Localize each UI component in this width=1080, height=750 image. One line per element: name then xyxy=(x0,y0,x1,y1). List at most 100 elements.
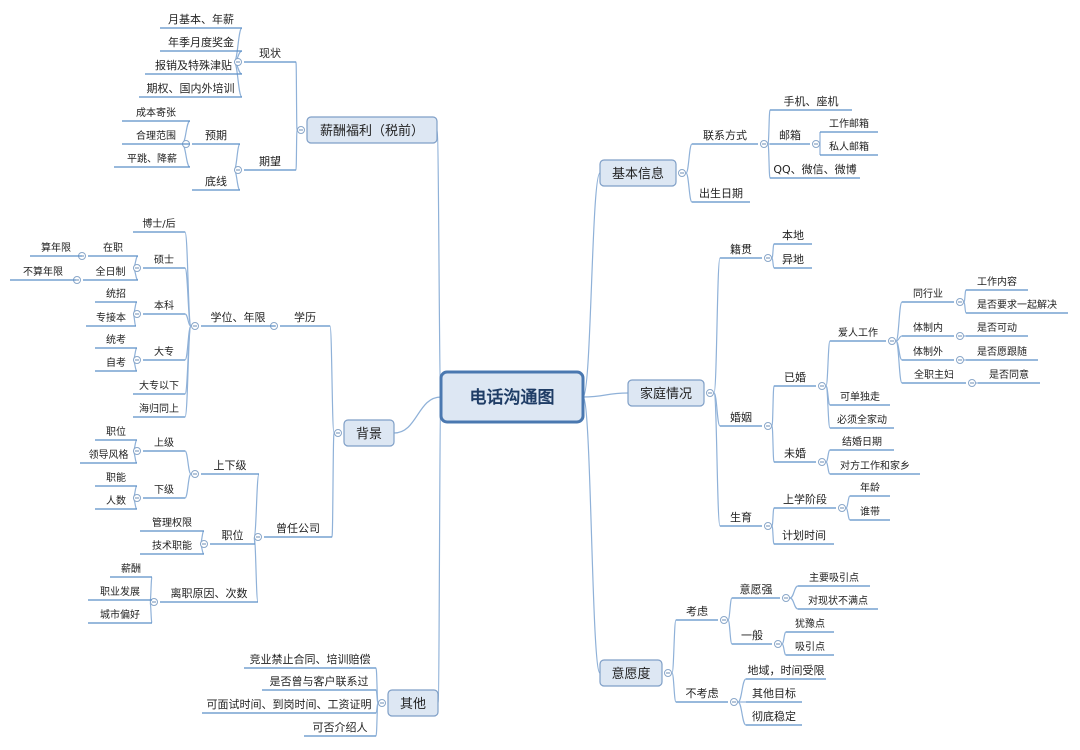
node-b1-1-0-1-1[interactable]: 人数 xyxy=(106,494,126,507)
branch-background-box[interactable] xyxy=(343,419,395,447)
node-b4-2-0-0[interactable]: 年龄 xyxy=(860,481,880,494)
node-b4-1-0-0-1-0[interactable]: 是否可动 xyxy=(977,322,1017,334)
node-b3-0-1-0[interactable]: 工作邮箱 xyxy=(829,117,869,130)
node-b0-1-0[interactable]: 预期 xyxy=(205,129,227,142)
node-b1-0-0-1-0[interactable]: 在职 xyxy=(103,242,123,254)
node-b1-0-0-1-1[interactable]: 全日制 xyxy=(96,265,126,278)
node-b5-1[interactable]: 不考虑 xyxy=(686,687,719,700)
node-b0-1[interactable]: 期望 xyxy=(259,155,281,168)
node-b4-1-0-0-3-0[interactable]: 是否同意 xyxy=(989,368,1029,381)
node-b3-0-1[interactable]: 邮箱 xyxy=(779,128,801,142)
node-b4-1-0-0-0-0[interactable]: 工作内容 xyxy=(977,275,1017,288)
connector-line xyxy=(233,143,241,171)
node-b0-0-0[interactable]: 月基本、年薪 xyxy=(168,12,234,26)
node-b1-0-0-3[interactable]: 大专 xyxy=(154,345,174,358)
node-b1-1-2[interactable]: 离职原因、次数 xyxy=(171,586,248,600)
node-b1-1[interactable]: 曾任公司 xyxy=(276,521,320,535)
node-b5-0[interactable]: 考虑 xyxy=(686,605,708,618)
node-b1-0-0-0[interactable]: 博士/后 xyxy=(142,217,175,230)
node-b4-2-0[interactable]: 上学阶段 xyxy=(783,492,827,506)
connector-line xyxy=(771,243,775,259)
node-b1-0-0-4[interactable]: 大专以下 xyxy=(139,379,179,392)
node-b1-0-0-1-1-0[interactable]: 不算年限 xyxy=(23,265,63,278)
node-b1-0-0-3-0[interactable]: 统考 xyxy=(106,333,126,346)
node-b3-0-2[interactable]: QQ、微信、微博 xyxy=(773,162,856,176)
node-b0-1-0-2[interactable]: 平跳、降薪 xyxy=(127,152,177,165)
node-b5-0-0-0[interactable]: 主要吸引点 xyxy=(809,572,859,584)
node-b2-0[interactable]: 竞业禁止合同、培训赔偿 xyxy=(250,652,371,666)
node-b4-0[interactable]: 籍贯 xyxy=(730,242,752,256)
node-b3-0-0[interactable]: 手机、座机 xyxy=(784,94,839,108)
node-b4-1-0-2[interactable]: 必须全家动 xyxy=(837,413,887,426)
node-b1-1-1-0[interactable]: 管理权限 xyxy=(152,516,192,529)
node-b5-0-1-1[interactable]: 吸引点 xyxy=(795,641,825,653)
node-b0-0-1[interactable]: 年季月度奖金 xyxy=(168,35,234,49)
node-b4-1-0-0[interactable]: 爱人工作 xyxy=(838,326,878,339)
node-b4-1-0[interactable]: 已婚 xyxy=(784,370,806,384)
node-b3-0-1-1[interactable]: 私人邮箱 xyxy=(829,140,869,153)
node-b1-0-0-1[interactable]: 硕士 xyxy=(154,253,174,266)
node-b4-1-0-0-2-0[interactable]: 是否愿跟随 xyxy=(977,345,1027,358)
node-b4-1-0-0-0-1[interactable]: 是否要求一起解决 xyxy=(977,298,1057,311)
node-b1-1-0-0-1[interactable]: 领导风格 xyxy=(89,448,129,461)
branch-other-box[interactable] xyxy=(387,689,439,717)
node-b1-0-0-2-1[interactable]: 专接本 xyxy=(96,311,126,324)
node-b2-3[interactable]: 可否介绍人 xyxy=(313,720,368,734)
node-b1-0-0-3-1[interactable]: 自考 xyxy=(106,356,126,369)
node-b2-2[interactable]: 可面试时间、到岗时间、工资证明 xyxy=(207,698,372,711)
node-b5-0-1[interactable]: 一般 xyxy=(741,629,763,642)
node-b4-1-1-0[interactable]: 结婚日期 xyxy=(842,435,882,448)
node-b1-1-2-2[interactable]: 城市偏好 xyxy=(100,608,140,621)
connector-line xyxy=(713,392,721,527)
node-b0-0[interactable]: 现状 xyxy=(259,46,281,60)
node-b1-1-1-1[interactable]: 技术职能 xyxy=(152,539,192,552)
node-b4-2-0-1[interactable]: 谁带 xyxy=(860,506,880,518)
node-b4-1-0-0-2[interactable]: 体制外 xyxy=(913,345,943,358)
node-b4-1-0-1[interactable]: 可单独走 xyxy=(840,390,880,403)
node-b1-0-0-1-0-0[interactable]: 算年限 xyxy=(41,241,71,254)
node-b1-1-0[interactable]: 上下级 xyxy=(214,459,247,472)
node-b1-0[interactable]: 学历 xyxy=(294,310,316,324)
node-b2-1[interactable]: 是否曾与客户联系过 xyxy=(270,674,369,688)
node-b0-1-0-0[interactable]: 成本寄张 xyxy=(136,106,176,119)
node-b1-0-0-5[interactable]: 海归同上 xyxy=(139,402,179,415)
node-b0-0-2[interactable]: 报销及特殊津贴 xyxy=(155,58,232,72)
node-b3-1[interactable]: 出生日期 xyxy=(699,186,743,200)
node-b5-0-1-0[interactable]: 犹豫点 xyxy=(795,617,825,630)
node-b0-1-1[interactable]: 底线 xyxy=(205,174,227,188)
node-b4-1-0-0-1[interactable]: 体制内 xyxy=(913,321,943,334)
node-b5-1-0[interactable]: 地域，时间受限 xyxy=(748,664,825,677)
node-b1-1-2-0[interactable]: 薪酬 xyxy=(121,563,141,575)
node-b5-0-0[interactable]: 意愿强 xyxy=(740,582,773,596)
node-b1-1-0-0[interactable]: 上级 xyxy=(154,437,174,449)
node-b1-1-0-0-0[interactable]: 职位 xyxy=(106,425,126,438)
node-b4-2[interactable]: 生育 xyxy=(730,510,752,524)
node-b4-1-0-0-0[interactable]: 同行业 xyxy=(913,287,943,300)
node-b4-0-1[interactable]: 异地 xyxy=(782,253,804,266)
node-b4-1-1-1[interactable]: 对方工作和家乡 xyxy=(840,459,910,472)
node-b1-1-2-1[interactable]: 职业发展 xyxy=(100,585,140,598)
node-b3-0[interactable]: 联系方式 xyxy=(703,128,747,142)
central-topic-box[interactable] xyxy=(439,370,585,424)
node-b5-1-1[interactable]: 其他目标 xyxy=(752,686,796,700)
node-b1-0-0-2[interactable]: 本科 xyxy=(154,299,174,312)
branch-salary-box[interactable] xyxy=(306,116,438,144)
node-b4-1[interactable]: 婚姻 xyxy=(730,410,752,424)
branch-family-box[interactable] xyxy=(627,379,705,407)
branch-basic-box[interactable] xyxy=(599,159,677,187)
node-b0-1-0-1[interactable]: 合理范围 xyxy=(136,129,176,142)
node-b4-2-1[interactable]: 计划时间 xyxy=(782,529,826,542)
node-b1-1-0-1[interactable]: 下级 xyxy=(154,484,174,496)
branch-willing-box[interactable] xyxy=(599,659,663,687)
node-b4-1-1[interactable]: 未婚 xyxy=(784,446,806,460)
node-b4-1-0-0-3[interactable]: 全职主妇 xyxy=(914,368,954,381)
node-b4-0-0[interactable]: 本地 xyxy=(782,228,804,242)
branch-other-label: 其他 xyxy=(400,697,426,712)
node-b5-0-0-1[interactable]: 对现状不满点 xyxy=(808,594,868,607)
node-b1-0-0[interactable]: 学位、年限 xyxy=(211,310,266,324)
node-b0-0-3[interactable]: 期权、国内外培训 xyxy=(147,81,235,95)
node-b1-1-0-1-0[interactable]: 职能 xyxy=(106,471,126,484)
node-b1-1-1[interactable]: 职位 xyxy=(222,528,244,542)
node-b5-1-2[interactable]: 彻底稳定 xyxy=(752,709,796,723)
node-b1-0-0-2-0[interactable]: 统招 xyxy=(106,287,126,300)
